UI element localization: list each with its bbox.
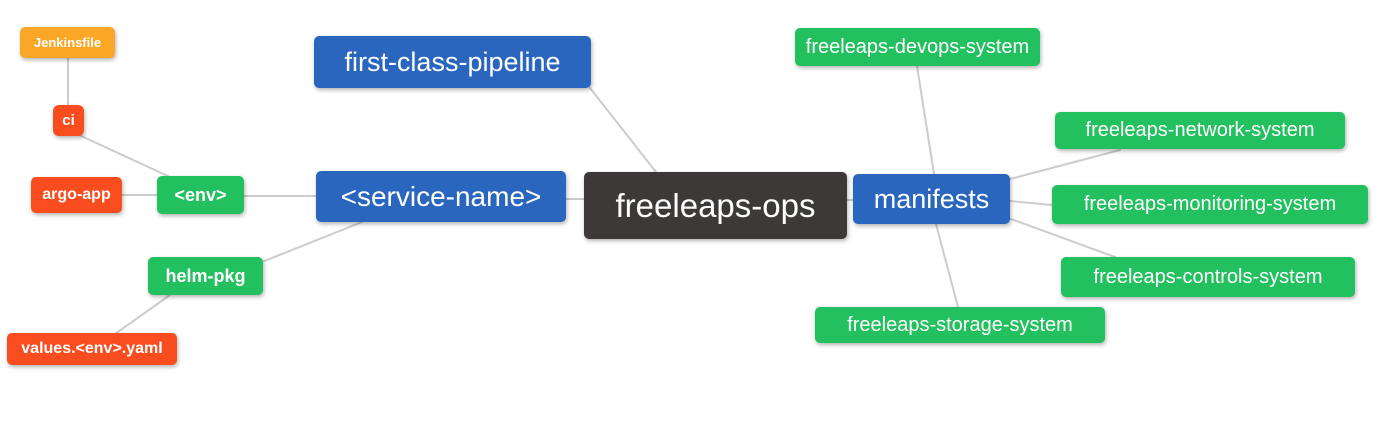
node-jenkinsfile[interactable]: Jenkinsfile	[20, 27, 115, 58]
node-service-name[interactable]: <service-name>	[316, 171, 566, 222]
edge-helm-pkg-values-yaml	[114, 294, 171, 335]
edge-manifests-network	[1009, 149, 1121, 180]
edge-service-name-helm-pkg	[261, 221, 363, 263]
node-controls-system[interactable]: freeleaps-controls-system	[1061, 257, 1355, 297]
edge-ci-env	[76, 133, 173, 179]
node-values-env-yaml[interactable]: values.<env>.yaml	[7, 333, 177, 365]
node-ci[interactable]: ci	[53, 105, 84, 136]
node-env[interactable]: <env>	[157, 176, 244, 214]
edge-pipeline-root	[589, 87, 657, 173]
node-argo-app[interactable]: argo-app	[31, 177, 122, 213]
node-manifests[interactable]: manifests	[853, 174, 1010, 224]
node-first-class-pipeline[interactable]: first-class-pipeline	[314, 36, 591, 88]
node-freeleaps-ops-root[interactable]: freeleaps-ops	[584, 172, 847, 239]
node-storage-system[interactable]: freeleaps-storage-system	[815, 307, 1105, 343]
node-devops-system[interactable]: freeleaps-devops-system	[795, 28, 1040, 66]
edge-manifests-monitoring	[1009, 200, 1053, 206]
edge-manifests-controls	[1010, 218, 1116, 258]
edge-manifests-storage	[935, 223, 959, 308]
node-network-system[interactable]: freeleaps-network-system	[1055, 112, 1345, 149]
edge-manifests-devops	[916, 65, 935, 175]
node-helm-pkg[interactable]: helm-pkg	[148, 257, 263, 295]
node-monitoring-system[interactable]: freeleaps-monitoring-system	[1052, 185, 1368, 224]
